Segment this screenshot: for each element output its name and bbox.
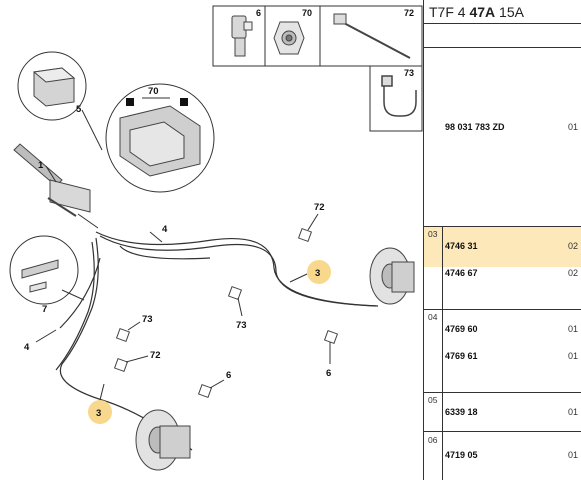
part-number[interactable]: 6339 18 xyxy=(445,407,478,417)
parts-list-panel: T7F 4 47A 15A 98 031 783 ZD 01 03 4746 3… xyxy=(423,0,581,480)
group-index: 05 xyxy=(428,395,438,405)
callout-1: 1 xyxy=(38,160,44,171)
callout-70-detail: 70 xyxy=(148,86,159,97)
reference-prefix: T7F 4 xyxy=(429,4,470,20)
part-quantity: 01 xyxy=(567,324,578,334)
row-divider xyxy=(424,392,581,393)
callout-6-box: 6 xyxy=(256,8,261,18)
part-quantity: 02 xyxy=(567,268,578,278)
row-divider xyxy=(424,226,581,227)
callout-4-upper: 4 xyxy=(162,224,168,235)
callout-73-box: 73 xyxy=(404,68,414,78)
part-number[interactable]: 4769 60 xyxy=(445,324,478,334)
brake-cables xyxy=(55,231,379,451)
clip-icon xyxy=(231,15,253,57)
callout-5: 5 xyxy=(76,104,82,115)
brake-disc-lower xyxy=(135,409,191,471)
callout-7: 7 xyxy=(42,304,47,315)
header-blank-row xyxy=(424,24,581,48)
parts-diagram: 6 70 72 73 5 70 1 xyxy=(9,5,423,471)
callout-3-right-marker: 3 xyxy=(307,260,331,284)
row-divider xyxy=(424,431,581,432)
callout-73-lower: 73 xyxy=(142,314,153,325)
bracket-detail-circle xyxy=(9,235,79,305)
part-quantity: 01 xyxy=(567,122,578,132)
part-quantity: 01 xyxy=(567,407,578,417)
callout-6-lower: 6 xyxy=(226,370,231,381)
nut-icon xyxy=(273,21,305,55)
switch-detail-circle xyxy=(17,51,87,121)
row-highlight xyxy=(424,227,581,267)
group-index: 03 xyxy=(428,229,438,239)
index-column-divider xyxy=(442,227,443,480)
part-number[interactable]: 98 031 783 ZD xyxy=(445,122,505,132)
callout-3-lower-marker: 3 xyxy=(88,400,112,424)
callout-72-lower: 72 xyxy=(150,350,161,361)
part-number[interactable]: 4719 05 xyxy=(445,450,478,460)
callout-70-box: 70 xyxy=(302,8,312,18)
reference-header: T7F 4 47A 15A xyxy=(424,0,581,24)
callout-6-right: 6 xyxy=(326,368,331,379)
reference-group: 47A xyxy=(469,4,496,20)
handbrake-lever xyxy=(13,143,99,229)
part-quantity: 01 xyxy=(567,450,578,460)
cable-tie-icon xyxy=(333,13,411,59)
callout-3-right: 3 xyxy=(315,268,320,279)
brake-disc-right xyxy=(369,247,415,305)
group-index: 06 xyxy=(428,435,438,445)
strap-clip-icon xyxy=(381,75,417,117)
callout-73-upper: 73 xyxy=(236,320,247,331)
reference-suffix: 15A xyxy=(495,4,524,20)
group-index: 04 xyxy=(428,312,438,322)
parts-box-strip xyxy=(212,5,423,132)
callout-72-box: 72 xyxy=(404,8,414,18)
row-divider xyxy=(424,309,581,310)
part-number[interactable]: 4746 31 xyxy=(445,241,478,251)
part-quantity: 01 xyxy=(567,351,578,361)
mechanism-detail-circle xyxy=(105,83,215,193)
callout-72-upper: 72 xyxy=(314,202,325,213)
part-quantity: 02 xyxy=(567,241,578,251)
part-number[interactable]: 4746 67 xyxy=(445,268,478,278)
part-number[interactable]: 4769 61 xyxy=(445,351,478,361)
callout-4-lower: 4 xyxy=(24,342,30,353)
cable-clips xyxy=(113,227,339,399)
callout-3-lower: 3 xyxy=(96,408,101,419)
